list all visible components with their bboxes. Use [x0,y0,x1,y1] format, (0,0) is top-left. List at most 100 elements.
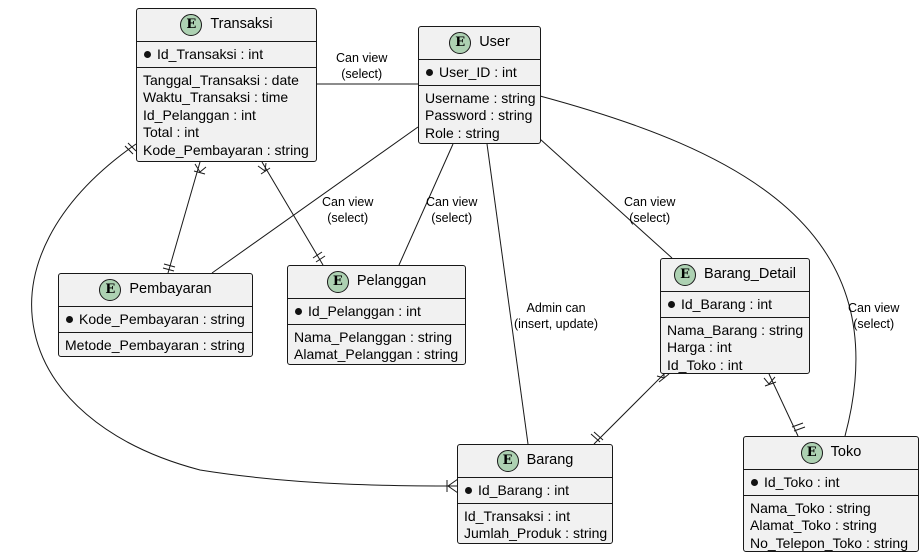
attribute: Alamat_Toko : string [750,517,877,533]
attribute: Metode_Pembayaran : string [65,336,245,353]
entity-icon: E [180,14,203,36]
label-line: (select) [431,211,473,225]
entity-barang: E Barang Id_Barang : int Id_Transaksi : … [457,444,613,544]
entity-header: E Transaksi [137,9,316,41]
pk-text: Id_Transaksi : int [157,46,264,62]
label-user-toko: Can view (select) [848,300,899,332]
attribute-list: Nama_Pelanggan : string Alamat_Pelanggan… [288,323,465,367]
attribute-list: Id_Transaksi : int Jumlah_Produk : strin… [458,502,612,546]
entity-header: E Pelanggan [288,266,465,298]
attribute: Id_Transaksi : int [464,507,571,524]
primary-key-section: Id_Barang : int [661,291,809,317]
primary-key-section: Id_Transaksi : int [137,41,316,67]
pk-text: Id_Barang : int [478,482,570,498]
key-dot-icon [668,301,675,309]
primary-key-section: Id_Barang : int [458,477,612,503]
label-line: Admin can [526,301,586,315]
attribute: Id_Pelanggan : int [143,106,256,123]
label-line: (select) [629,211,671,225]
entity-title: Transaksi [210,16,273,33]
primary-key: User_ID : int [425,64,534,82]
attribute-list: Nama_Toko : string Alamat_Toko : string … [744,494,918,556]
entity-icon: E [800,442,823,464]
entity-pembayaran: E Pembayaran Kode_Pembayaran : string Me… [58,273,253,357]
key-dot-icon [295,308,302,316]
attribute: Total : int [143,124,200,140]
label-user-pembayaran: Can view (select) [322,194,373,226]
attribute: Harga : int [667,339,732,355]
edge-user-pembayaran [211,126,419,274]
primary-key-section: Id_Pelanggan : int [288,298,465,324]
entity-pelanggan: E Pelanggan Id_Pelanggan : int Nama_Pela… [287,265,466,365]
entity-title: User [479,34,510,51]
label-user-pelanggan: Can view (select) [426,194,477,226]
label-line: Can view [322,195,374,209]
edge-user-toko [539,95,857,437]
key-dot-icon [426,69,433,77]
primary-key: Id_Barang : int [464,482,606,500]
attribute: No_Telepon_Toko : string [750,534,908,551]
attribute: Nama_Pelanggan : string [294,328,452,345]
attribute-list: Metode_Pembayaran : string [59,331,252,358]
label-line: (select) [341,67,383,81]
label-line: Can view [336,51,388,65]
label-user-transaksi: Can view (select) [336,50,387,82]
primary-key-section: Kode_Pembayaran : string [59,306,252,332]
attribute: Jumlah_Produk : string [464,525,608,541]
key-dot-icon [465,487,472,495]
key-dot-icon [66,316,73,324]
edge-barangdetail-barang [590,372,670,445]
primary-key: Id_Toko : int [750,474,912,492]
entity-title: Toko [830,444,862,461]
attribute: Username : string [425,89,536,106]
entity-header: E Barang_Detail [661,259,809,291]
entity-icon: E [326,271,349,293]
entity-toko: E Toko Id_Toko : int Nama_Toko : string … [743,436,919,552]
edge-user-barang-detail [539,138,673,259]
primary-key-section: User_ID : int [419,59,540,85]
label-line: (select) [853,317,895,331]
label-user-barang: Admin can (insert, update) [514,300,598,332]
label-line: (select) [327,211,369,225]
edge-transaksi-pembayaran [162,161,207,274]
entity-header: E Barang [458,445,612,477]
attribute: Id_Toko : int [667,356,743,373]
attribute: Alamat_Pelanggan : string [294,346,459,362]
attribute: Kode_Pembayaran : string [143,141,309,158]
key-dot-icon [751,479,758,487]
primary-key: Id_Transaksi : int [143,46,310,64]
entity-icon: E [496,450,519,472]
pk-text: Id_Toko : int [764,474,840,490]
entity-title: Barang_Detail [704,266,796,283]
entity-transaksi: E Transaksi Id_Transaksi : int Tanggal_T… [136,8,317,162]
label-line: Can view [426,195,478,209]
primary-key-section: Id_Toko : int [744,469,918,495]
attribute-list: Username : string Password : string Role… [419,84,540,146]
attribute: Password : string [425,107,533,123]
pk-text: Id_Barang : int [681,296,773,312]
attribute: Waktu_Transaksi : time [143,89,289,105]
pk-text: Id_Pelanggan : int [308,303,421,319]
attribute: Role : string [425,124,500,141]
entity-icon: E [674,264,697,286]
label-line: Can view [624,195,676,209]
entity-barang-detail: E Barang_Detail Id_Barang : int Nama_Bar… [660,258,810,374]
entity-title: Pelanggan [356,273,427,290]
primary-key: Id_Pelanggan : int [294,303,459,321]
entity-title: Barang [526,452,574,469]
entity-title: Pembayaran [129,281,212,298]
edge-user-barang [486,143,529,445]
label-line: Can view [848,301,900,315]
attribute: Nama_Toko : string [750,499,871,516]
primary-key: Id_Barang : int [667,296,803,314]
edge-transaksi-pelanggan [257,161,326,266]
edge-transaksi-barang [31,142,459,494]
entity-header: E Pembayaran [59,274,252,306]
entity-user: E User User_ID : int Username : string P… [418,26,541,144]
label-line: (insert, update) [514,317,599,331]
attribute: Tanggal_Transaksi : date [143,71,299,88]
pk-text: User_ID : int [439,64,517,80]
pk-text: Kode_Pembayaran : string [79,311,245,327]
